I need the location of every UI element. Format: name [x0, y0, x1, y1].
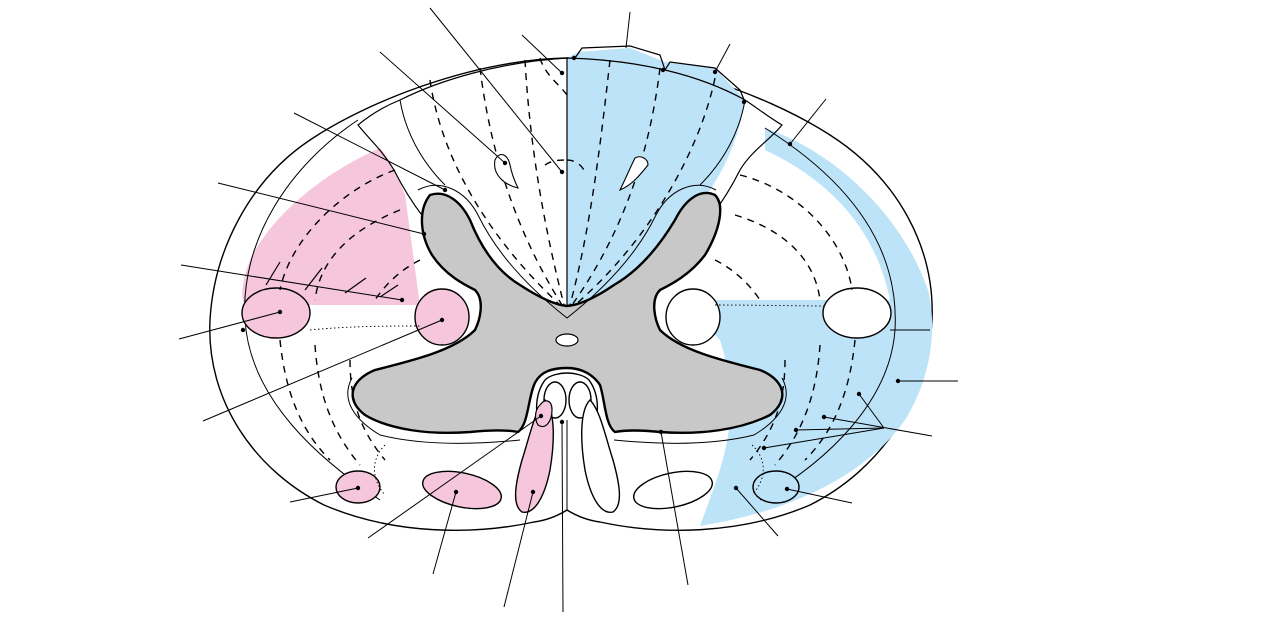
dotted-separators	[309, 304, 826, 496]
leader-line	[795, 427, 885, 431]
dorsal-column-dashed-lines	[429, 57, 716, 306]
ventral-tract-left-medial	[514, 399, 554, 513]
ventral-tract-right-medial	[581, 399, 621, 513]
leader-line	[180, 264, 403, 301]
lateral-dashed-arcs-right	[714, 174, 856, 466]
leader-line	[521, 34, 563, 74]
leader-line	[625, 11, 631, 49]
leader-line	[293, 112, 446, 191]
leader-line	[789, 98, 827, 145]
leader-line	[786, 488, 853, 504]
gray-matter	[351, 191, 784, 435]
leader-line	[660, 431, 689, 586]
central-canal	[555, 333, 579, 347]
dorsal-horn-outline	[399, 99, 746, 186]
leader-line	[714, 43, 731, 73]
ascending-tract-band-right	[690, 128, 933, 526]
ventral-tract-right-oval	[633, 470, 713, 510]
leader-line	[217, 182, 425, 235]
leader-line	[858, 393, 885, 429]
leader-line	[202, 319, 443, 422]
leader-line	[367, 415, 542, 539]
leader-line	[503, 491, 534, 608]
leader-line	[432, 491, 457, 575]
ventral-tract-left-oval	[422, 470, 502, 510]
leader-line	[735, 487, 779, 537]
leader-endpoints	[240, 55, 901, 495]
leader-line	[178, 311, 281, 340]
leader-line	[561, 421, 564, 613]
leader-line	[379, 51, 506, 164]
leader-line	[429, 7, 563, 173]
lateral-oval-right-medial	[665, 288, 721, 346]
gray-matter-contour	[347, 184, 787, 444]
ventral-tract-left-small	[534, 400, 553, 428]
dorsal-root-fibers-left	[494, 154, 520, 189]
leader-lines	[178, 7, 958, 613]
dorsal-root-fibers-right	[618, 156, 649, 192]
spino-olivary-right	[752, 470, 800, 504]
leader-line	[763, 427, 885, 449]
lateral-corticospinal-left	[242, 148, 420, 305]
radial-ticks-left	[265, 261, 399, 298]
rubrospinal-left-medial	[414, 288, 470, 346]
leader-line	[289, 487, 359, 503]
dorsal-columns-right	[567, 48, 745, 312]
lateral-oval-right-lateral	[822, 287, 892, 339]
leader-line	[823, 416, 933, 437]
